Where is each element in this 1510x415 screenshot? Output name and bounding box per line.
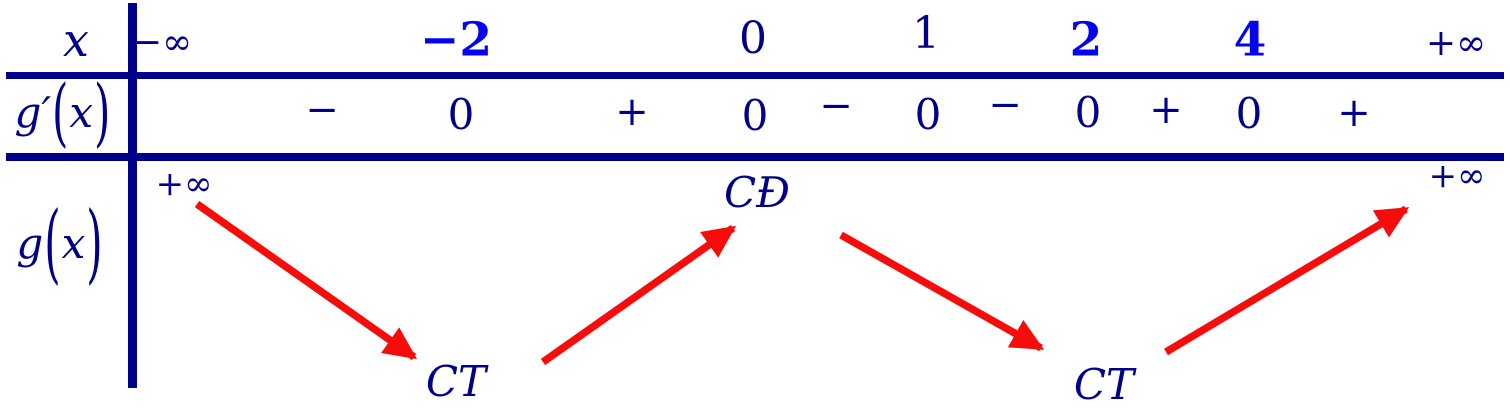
x-value-2: 2 bbox=[1069, 12, 1103, 68]
sign-zero-3: 0 bbox=[914, 90, 942, 139]
g-limit-right-pos-infinity: +∞ bbox=[1428, 156, 1486, 196]
sign-zero-2: 0 bbox=[741, 91, 769, 140]
arrow-increasing-2 bbox=[1164, 205, 1410, 356]
sign-minus-3: − bbox=[988, 82, 1022, 128]
table-horizontal-rule-top bbox=[6, 72, 1504, 79]
sign-minus-1: − bbox=[305, 87, 339, 133]
g-prime-function-name: g′ bbox=[14, 88, 51, 137]
sign-zero-1: 0 bbox=[447, 90, 475, 139]
x-value-neg-2: −2 bbox=[419, 12, 493, 68]
row-label-g-prime: g′(x) bbox=[14, 75, 112, 149]
g-prime-argument: x bbox=[69, 88, 94, 137]
close-paren: ) bbox=[94, 69, 111, 155]
close-paren: ) bbox=[86, 192, 103, 294]
sign-plus-1: + bbox=[615, 89, 649, 135]
sign-plus-3: + bbox=[1337, 90, 1371, 136]
g-local-max-label: CĐ bbox=[723, 168, 791, 217]
row-label-g: g(x) bbox=[16, 200, 103, 286]
arrow-decreasing-1 bbox=[194, 200, 418, 361]
sign-minus-2: − bbox=[819, 83, 853, 129]
table-horizontal-rule-middle bbox=[6, 153, 1504, 161]
x-value-1: 1 bbox=[912, 8, 940, 59]
open-paren: ( bbox=[44, 192, 61, 294]
x-value-0: 0 bbox=[739, 13, 767, 64]
arrow-increasing-1 bbox=[540, 224, 737, 366]
g-argument: x bbox=[61, 219, 86, 268]
sign-plus-2: + bbox=[1149, 87, 1183, 133]
row-label-x: x bbox=[63, 13, 89, 67]
open-paren: ( bbox=[51, 69, 69, 155]
g-local-min-left-label: CT bbox=[425, 357, 487, 406]
g-limit-left-pos-infinity: +∞ bbox=[155, 164, 213, 204]
table-vertical-rule bbox=[128, 3, 137, 388]
sign-zero-4: 0 bbox=[1074, 88, 1102, 137]
x-value-pos-infinity: +∞ bbox=[1425, 23, 1487, 64]
arrow-decreasing-2 bbox=[839, 231, 1045, 352]
x-value-4: 4 bbox=[1233, 12, 1267, 68]
g-local-min-right-label: CT bbox=[1073, 360, 1135, 409]
sign-zero-5: 0 bbox=[1235, 89, 1263, 138]
g-function-name: g bbox=[16, 219, 44, 268]
x-value-neg-infinity: −∞ bbox=[131, 22, 193, 63]
